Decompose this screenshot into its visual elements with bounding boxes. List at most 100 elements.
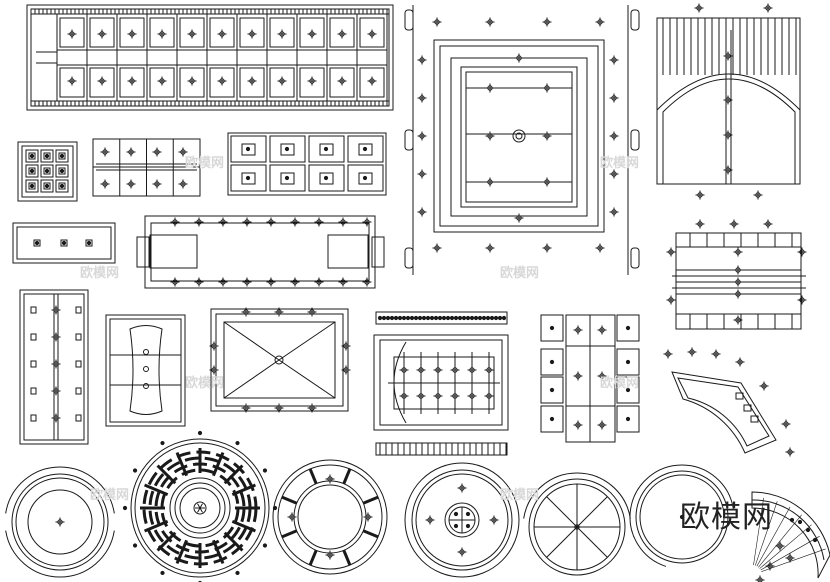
downlight-icon	[465, 511, 471, 517]
ceiling-light-icon	[209, 341, 219, 351]
faint-watermark: 欧模网	[600, 156, 640, 171]
ceiling-light-icon	[338, 277, 348, 287]
downlight-icon	[453, 523, 459, 529]
ornamental-round-ceiling-plan	[122, 430, 278, 582]
ceiling-light-icon	[514, 213, 524, 223]
ceiling-light-icon	[362, 217, 372, 227]
ceiling-light-icon	[217, 76, 227, 86]
downlight-icon	[481, 315, 487, 321]
ceiling-light-icon	[733, 247, 743, 257]
ceiling-light-icon	[609, 93, 619, 103]
downlight-icon	[461, 315, 467, 321]
ceiling-light-icon	[194, 277, 204, 287]
ceiling-light-icon	[274, 403, 284, 413]
ceiling-light-icon	[314, 277, 324, 287]
ceiling-light-icon	[242, 217, 252, 227]
ceiling-light-icon	[367, 29, 377, 39]
ceiling-light-icon	[338, 217, 348, 227]
downlight-icon	[29, 183, 35, 189]
ceiling-light-icon	[241, 403, 251, 413]
downlight-icon	[323, 146, 329, 152]
ceiling-light-icon	[266, 277, 276, 287]
ceiling-light-icon	[733, 277, 743, 287]
ceiling-light-icon	[597, 325, 607, 335]
ceiling-light-icon	[152, 147, 162, 157]
downlight-icon	[59, 183, 65, 189]
column-ceiling-plan	[19, 289, 89, 445]
ceiling-light-icon	[127, 29, 137, 39]
downlight-icon	[549, 387, 555, 393]
downlight-icon	[405, 315, 411, 321]
ceiling-light-icon	[775, 541, 785, 551]
ceiling-light-icon	[51, 386, 61, 396]
downlight-icon	[393, 315, 399, 321]
ceiling-light-icon	[753, 190, 763, 200]
ceiling-light-icon	[194, 217, 204, 227]
downlight-icon	[29, 168, 35, 174]
brand-watermark: 欧模网	[680, 500, 773, 535]
downlight-icon	[323, 175, 329, 181]
ceiling-light-icon	[666, 247, 676, 257]
ceiling-light-icon	[457, 547, 467, 557]
ceiling-light-icon	[277, 76, 287, 86]
ceiling-light-icon	[314, 217, 324, 227]
ceiling-light-icon	[337, 29, 347, 39]
ceiling-light-icon	[307, 403, 317, 413]
grid-ceiling-plan	[17, 141, 78, 202]
downlight-icon	[425, 315, 431, 321]
ceiling-light-icon	[127, 76, 137, 86]
ceiling-light-icon	[241, 307, 251, 317]
downlight-icon	[549, 325, 555, 331]
ceiling-light-icon	[416, 365, 426, 375]
ceiling-light-icon	[417, 55, 427, 65]
ceiling-light-icon	[51, 359, 61, 369]
ceiling-light-icon	[157, 29, 167, 39]
faint-watermark: 欧模网	[80, 266, 120, 281]
ceiling-light-icon	[733, 315, 743, 325]
downlight-icon	[245, 146, 251, 152]
downlight-icon	[262, 468, 268, 473]
ceiling-light-icon	[367, 76, 377, 86]
ceiling-light-icon	[729, 219, 739, 229]
ceiling-light-icon	[450, 365, 460, 375]
ceiling-light-icon	[325, 474, 335, 484]
ceiling-light-icon	[417, 93, 427, 103]
ceiling-light-icon	[341, 365, 351, 375]
ceiling-light-icon	[187, 29, 197, 39]
ceiling-light-icon	[247, 76, 257, 86]
downlight-icon	[362, 175, 368, 181]
chandelier-icon	[193, 501, 207, 515]
ceiling-light-icon	[432, 243, 442, 253]
ceiling-light-icon	[178, 179, 188, 189]
ceiling-light-icon	[797, 295, 807, 305]
downlight-icon	[122, 505, 128, 511]
downlight-icon	[625, 359, 631, 365]
downlight-icon	[284, 146, 290, 152]
round-ceiling-plan	[5, 466, 115, 578]
ceiling-light-icon	[485, 131, 495, 141]
ceiling-light-icon	[573, 371, 583, 381]
downlight-icon	[160, 440, 165, 446]
downlight-icon	[465, 315, 471, 321]
ceiling-light-icon	[217, 29, 227, 39]
ceiling-light-icon	[363, 512, 373, 522]
ceiling-light-icon	[755, 575, 765, 582]
ceiling-light-icon	[572, 522, 582, 532]
ceiling-light-icon	[733, 289, 743, 299]
ceiling-light-icon	[723, 51, 733, 61]
ceiling-light-icon	[178, 147, 188, 157]
downlight-icon	[477, 315, 483, 321]
downlight-icon	[485, 315, 491, 321]
ceiling-light-icon	[325, 550, 335, 560]
ceiling-light-icon	[609, 131, 619, 141]
ceiling-light-icon	[663, 349, 673, 359]
square-ceiling-plan	[404, 5, 640, 275]
ceiling-light-icon	[416, 391, 426, 401]
ceiling-light-icon	[307, 29, 317, 39]
ceiling-light-icon	[67, 29, 77, 39]
ceiling-light-icon	[307, 307, 317, 317]
downlight-icon	[445, 315, 451, 321]
ceiling-light-icon	[266, 217, 276, 227]
ceiling-light-icon	[485, 83, 495, 93]
ceiling-light-icon	[609, 55, 619, 65]
